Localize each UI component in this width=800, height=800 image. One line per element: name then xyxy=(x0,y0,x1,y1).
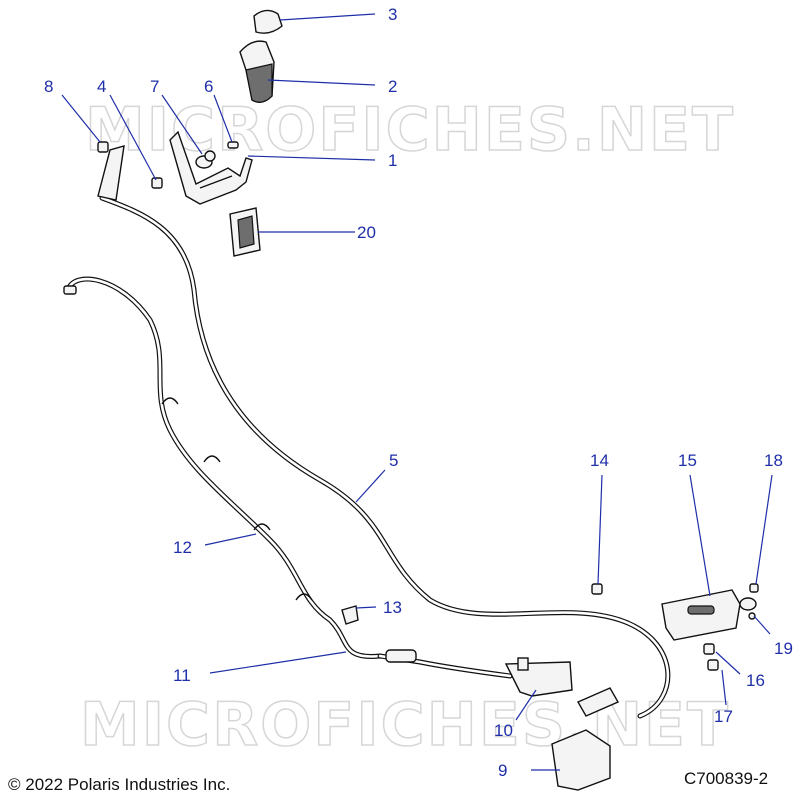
part-nut-8[interactable] xyxy=(97,141,109,153)
callout-10: 10 xyxy=(494,721,513,740)
part-nut-17[interactable] xyxy=(707,659,719,671)
part-knob-cap[interactable] xyxy=(253,9,283,34)
callout-4: 4 xyxy=(97,77,106,96)
watermark-top: MICROFICHES.NET xyxy=(85,95,735,165)
callout-2: 2 xyxy=(388,77,397,96)
part-screw-18[interactable] xyxy=(749,583,759,593)
part-bolt-16[interactable] xyxy=(703,643,715,655)
part-switch-bracket[interactable] xyxy=(504,657,573,697)
part-boot-plate[interactable] xyxy=(229,207,261,257)
part-nut-19[interactable] xyxy=(739,597,757,620)
callout-9: 9 xyxy=(498,761,507,780)
callout-1: 1 xyxy=(388,151,397,170)
callout-13: 13 xyxy=(383,598,402,617)
part-mount-bracket[interactable] xyxy=(551,729,611,791)
part-pin-6[interactable] xyxy=(227,141,239,149)
callout-18: 18 xyxy=(764,451,783,470)
callout-11: 11 xyxy=(173,666,191,685)
callout-8: 8 xyxy=(44,77,53,96)
callout-7: 7 xyxy=(150,77,159,96)
part-cable-bracket[interactable] xyxy=(661,589,741,641)
callout-5: 5 xyxy=(389,451,398,470)
part-harness[interactable] xyxy=(63,276,383,660)
part-shift-handle[interactable] xyxy=(239,40,275,103)
part-shift-cable[interactable] xyxy=(97,145,671,719)
leader-lines xyxy=(61,13,773,771)
part-sensor-13[interactable] xyxy=(341,605,359,625)
watermark-bottom: MICROFICHES.NET xyxy=(80,690,730,760)
callout-12: 12 xyxy=(173,538,192,557)
callout-19: 19 xyxy=(774,639,793,658)
diagram-code: C700839-2 xyxy=(684,769,768,788)
callout-14: 14 xyxy=(590,451,609,470)
part-bushing-7[interactable] xyxy=(195,150,216,169)
callout-17: 17 xyxy=(714,707,733,726)
callout-6: 6 xyxy=(204,77,213,96)
callout-16: 16 xyxy=(746,671,765,690)
callout-15: 15 xyxy=(678,451,697,470)
part-bolt-14[interactable] xyxy=(591,583,603,595)
part-lever-bracket[interactable] xyxy=(169,130,253,205)
part-nut-4[interactable] xyxy=(151,177,163,189)
copyright-text: © 2022 Polaris Industries Inc. xyxy=(8,775,230,794)
callout-3: 3 xyxy=(388,5,397,24)
callout-20: 20 xyxy=(357,223,376,242)
part-sensor-lead[interactable] xyxy=(377,649,513,679)
